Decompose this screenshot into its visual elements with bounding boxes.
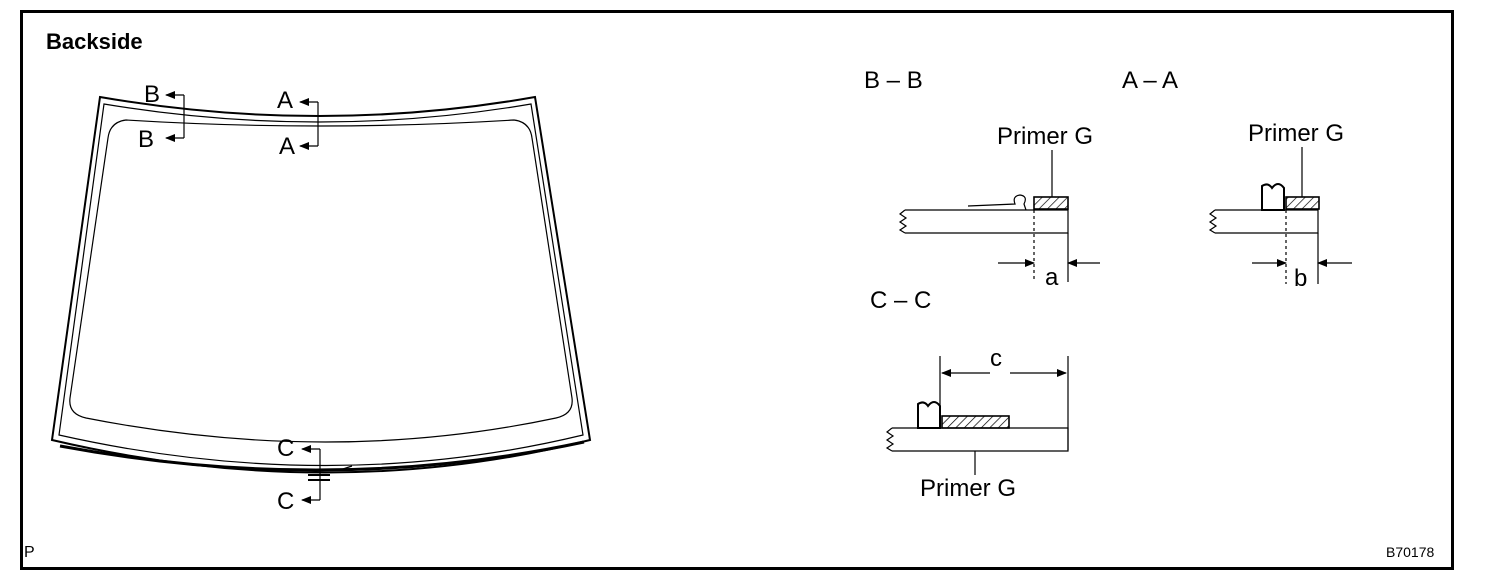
marker-c-top: C: [277, 435, 294, 462]
section-aa: A – A Primer G b: [1122, 67, 1352, 292]
section-bb-primer-label: Primer G: [997, 123, 1093, 150]
section-bb-primer: [1033, 196, 1069, 210]
figure-id: B70178: [1386, 544, 1434, 560]
section-cc-primer: [941, 415, 1010, 429]
section-aa-primer-label: Primer G: [1248, 120, 1344, 147]
diagram-frame: [20, 10, 1454, 570]
section-bb-heading: B – B: [864, 67, 923, 94]
section-bb-dim: a: [1045, 264, 1059, 291]
marker-b-bottom: B: [138, 126, 154, 153]
marker-a-bottom: A: [279, 133, 295, 160]
section-bb: B – B Primer G a: [864, 67, 1100, 291]
section-aa-heading: A – A: [1122, 67, 1178, 94]
section-cc-heading: C – C: [870, 287, 931, 314]
marker-b-top: B: [144, 81, 160, 108]
section-aa-dim: b: [1294, 265, 1307, 292]
section-markers: B B A A C C: [138, 81, 330, 515]
section-aa-primer: [1285, 196, 1320, 210]
marker-c-bottom: C: [277, 488, 294, 515]
section-cc-primer-label: Primer G: [920, 475, 1016, 502]
section-cc: C – C c Primer G: [870, 287, 1069, 502]
marker-a-top: A: [277, 87, 293, 114]
windshield-outline: [50, 95, 592, 474]
section-cc-dim: c: [990, 345, 1002, 372]
page-title: Backside: [46, 29, 143, 54]
corner-code: P: [24, 544, 35, 561]
